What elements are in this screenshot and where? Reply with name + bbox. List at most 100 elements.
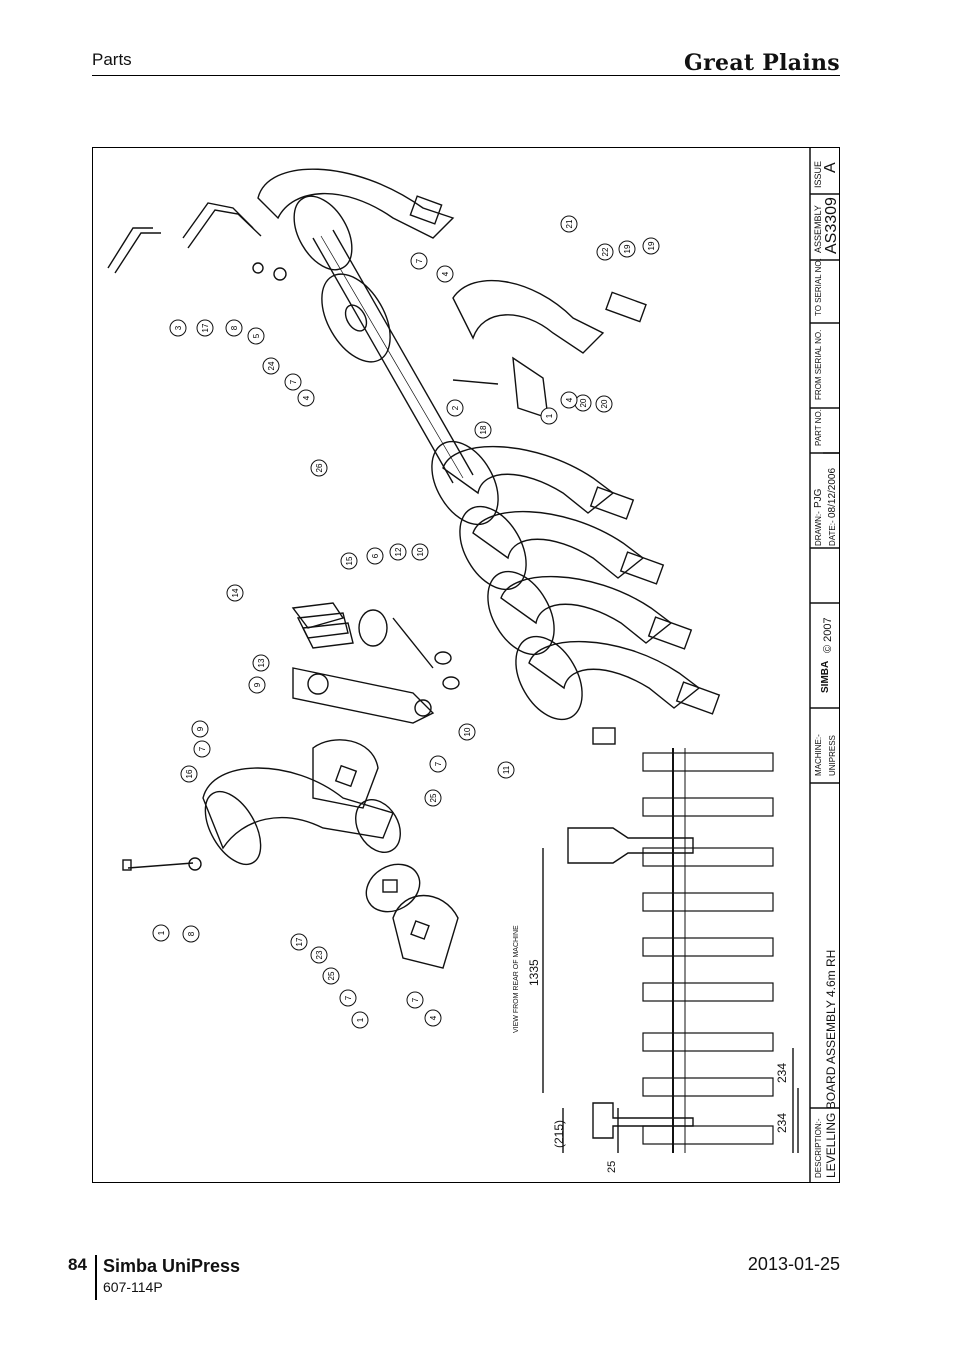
part-no-label: PART NO.	[814, 409, 823, 446]
svg-text:1: 1	[545, 413, 554, 418]
callout-25: 25	[424, 789, 442, 807]
svg-text:20: 20	[600, 399, 609, 408]
callout-10: 10	[411, 543, 429, 561]
callout-17: 17	[290, 933, 308, 951]
svg-text:25: 25	[429, 793, 438, 802]
machine-label: MACHINE:-	[814, 734, 823, 776]
svg-text:20: 20	[579, 398, 588, 407]
copyright: © 2007	[822, 617, 834, 653]
dimension-edge: 25	[606, 1161, 618, 1173]
issue-label: ISSUE	[813, 161, 823, 188]
callout-1: 1	[540, 407, 558, 425]
svg-text:15: 15	[345, 556, 354, 565]
svg-text:7: 7	[415, 258, 424, 263]
callout-15: 15	[340, 552, 358, 570]
footer-divider	[95, 1255, 97, 1300]
svg-text:18: 18	[479, 425, 488, 434]
svg-text:9: 9	[253, 682, 262, 687]
callout-4: 4	[560, 391, 578, 409]
svg-text:23: 23	[315, 950, 324, 959]
description-value: LEVELLING BOARD ASSEMBLY 4.6m RH	[824, 950, 838, 1178]
callout-7: 7	[193, 740, 211, 758]
callout-1: 1	[351, 1011, 369, 1029]
callout-1: 1	[152, 924, 170, 942]
parts-drawing: ISSUE A ASSEMBLY AS3309 TO SERIAL NO. FR…	[107, 148, 839, 1182]
svg-text:12: 12	[394, 547, 403, 556]
from-serial-label: FROM SERIAL NO.	[814, 330, 823, 400]
issue-value: A	[822, 162, 839, 173]
assembly-number: AS3309	[823, 197, 839, 254]
date-value: 08/12/2006	[827, 468, 838, 518]
svg-text:7: 7	[344, 995, 353, 1000]
callout-7: 7	[406, 991, 424, 1009]
svg-text:8: 8	[187, 931, 196, 936]
svg-text:25: 25	[327, 971, 336, 980]
svg-text:10: 10	[463, 727, 472, 736]
dimension-overall: 1335	[527, 959, 541, 986]
svg-text:17: 17	[295, 937, 304, 946]
callout-9: 9	[248, 676, 266, 694]
svg-text:17: 17	[201, 323, 210, 332]
callout-5: 5	[247, 327, 265, 345]
callout-21: 21	[560, 215, 578, 233]
callout-17: 17	[196, 319, 214, 337]
callout-4: 4	[436, 265, 454, 283]
svg-text:7: 7	[434, 761, 443, 766]
callout-3: 3	[169, 319, 187, 337]
svg-text:7: 7	[289, 379, 298, 384]
callout-4: 4	[297, 389, 315, 407]
callout-22: 22	[596, 243, 614, 261]
footer-page-number: 84	[68, 1255, 87, 1274]
svg-text:9: 9	[196, 726, 205, 731]
svg-text:6: 6	[371, 553, 380, 558]
callout-12: 12	[389, 543, 407, 561]
callout-10: 10	[458, 723, 476, 741]
svg-text:4: 4	[441, 271, 450, 276]
svg-text:1: 1	[356, 1017, 365, 1022]
callout-8: 8	[225, 319, 243, 337]
view-note: VIEW FROM REAR OF MACHINE	[513, 925, 520, 1033]
callout-19: 19	[642, 237, 660, 255]
callout-23: 23	[310, 946, 328, 964]
callout-7: 7	[339, 989, 357, 1007]
svg-text:19: 19	[647, 241, 656, 250]
to-serial-label: TO SERIAL NO.	[814, 258, 823, 316]
description-label: DESCRIPTION:-	[814, 1118, 823, 1178]
callout-2: 2	[446, 399, 464, 417]
svg-text:19: 19	[623, 244, 632, 253]
callout-16: 16	[180, 765, 198, 783]
drawing-frame	[92, 147, 840, 1183]
svg-text:1: 1	[157, 930, 166, 935]
svg-text:11: 11	[502, 765, 511, 774]
svg-text:2: 2	[451, 405, 460, 410]
svg-text:4: 4	[429, 1015, 438, 1020]
svg-text:5: 5	[252, 333, 261, 338]
svg-text:21: 21	[565, 219, 574, 228]
footer-date: 2013-01-25	[747, 1254, 840, 1274]
callout-7: 7	[429, 755, 447, 773]
svg-text:3: 3	[174, 325, 183, 330]
callout-20: 20	[574, 394, 592, 412]
callout-25: 25	[322, 967, 340, 985]
callout-19: 19	[618, 240, 636, 258]
dimension-offset: (215)	[552, 1120, 566, 1148]
callout-9: 9	[191, 720, 209, 738]
svg-text:7: 7	[198, 746, 207, 751]
svg-text:26: 26	[315, 463, 324, 472]
callout-7: 7	[410, 252, 428, 270]
header-rule	[92, 75, 840, 76]
callout-26: 26	[310, 459, 328, 477]
svg-text:24: 24	[267, 361, 276, 370]
svg-text:8: 8	[230, 325, 239, 330]
callout-7: 7	[284, 373, 302, 391]
assembly-label: ASSEMBLY	[813, 205, 823, 253]
callout-18: 18	[474, 421, 492, 439]
callout-13: 13	[252, 654, 270, 672]
machine-value: UNIPRESS	[828, 735, 837, 776]
callout-8: 8	[182, 925, 200, 943]
callout-24: 24	[262, 357, 280, 375]
footer-part-code: 607-114P	[103, 1279, 163, 1295]
callout-4: 4	[424, 1009, 442, 1027]
date-label: DATE:-	[828, 520, 837, 546]
